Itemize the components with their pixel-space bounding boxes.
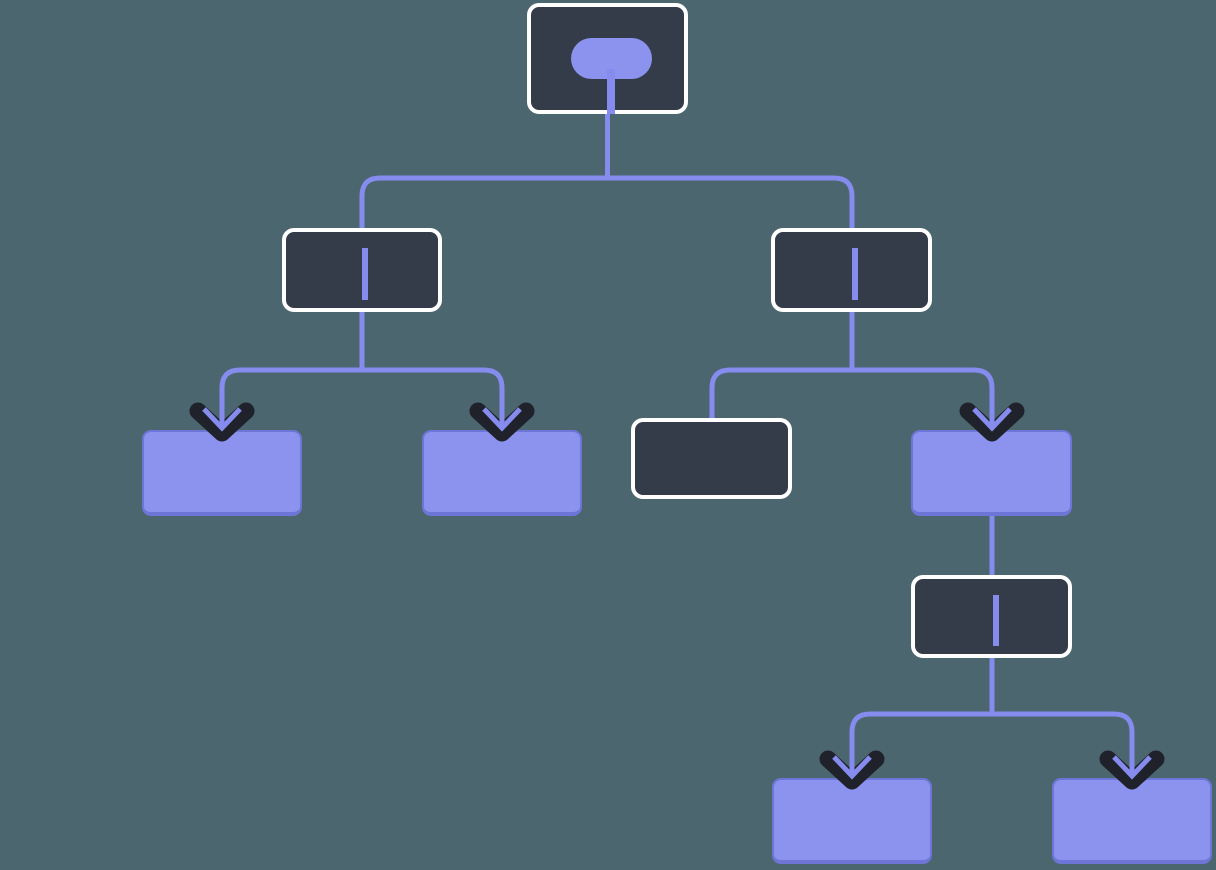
edge (359, 114, 610, 228)
edge (605, 114, 855, 228)
node-l3a[interactable] (911, 575, 1072, 658)
node-l2b[interactable] (422, 430, 582, 516)
node-l4a[interactable] (772, 778, 932, 864)
node-passthrough-line (362, 248, 368, 300)
edge (849, 312, 995, 440)
edge (219, 312, 365, 440)
node-root[interactable] (527, 3, 688, 114)
node-output-stub (607, 69, 615, 114)
node-l1a[interactable] (282, 228, 442, 312)
node-passthrough-line (993, 595, 999, 646)
node-l4b[interactable] (1052, 778, 1212, 864)
edge (989, 658, 1135, 788)
node-l2d[interactable] (911, 430, 1072, 516)
node-l2a[interactable] (142, 430, 302, 516)
node-passthrough-line (852, 248, 858, 300)
node-l1b[interactable] (771, 228, 932, 312)
edge (849, 658, 995, 788)
edge (359, 312, 505, 440)
node-l2c[interactable] (631, 418, 792, 499)
edge (709, 312, 855, 418)
